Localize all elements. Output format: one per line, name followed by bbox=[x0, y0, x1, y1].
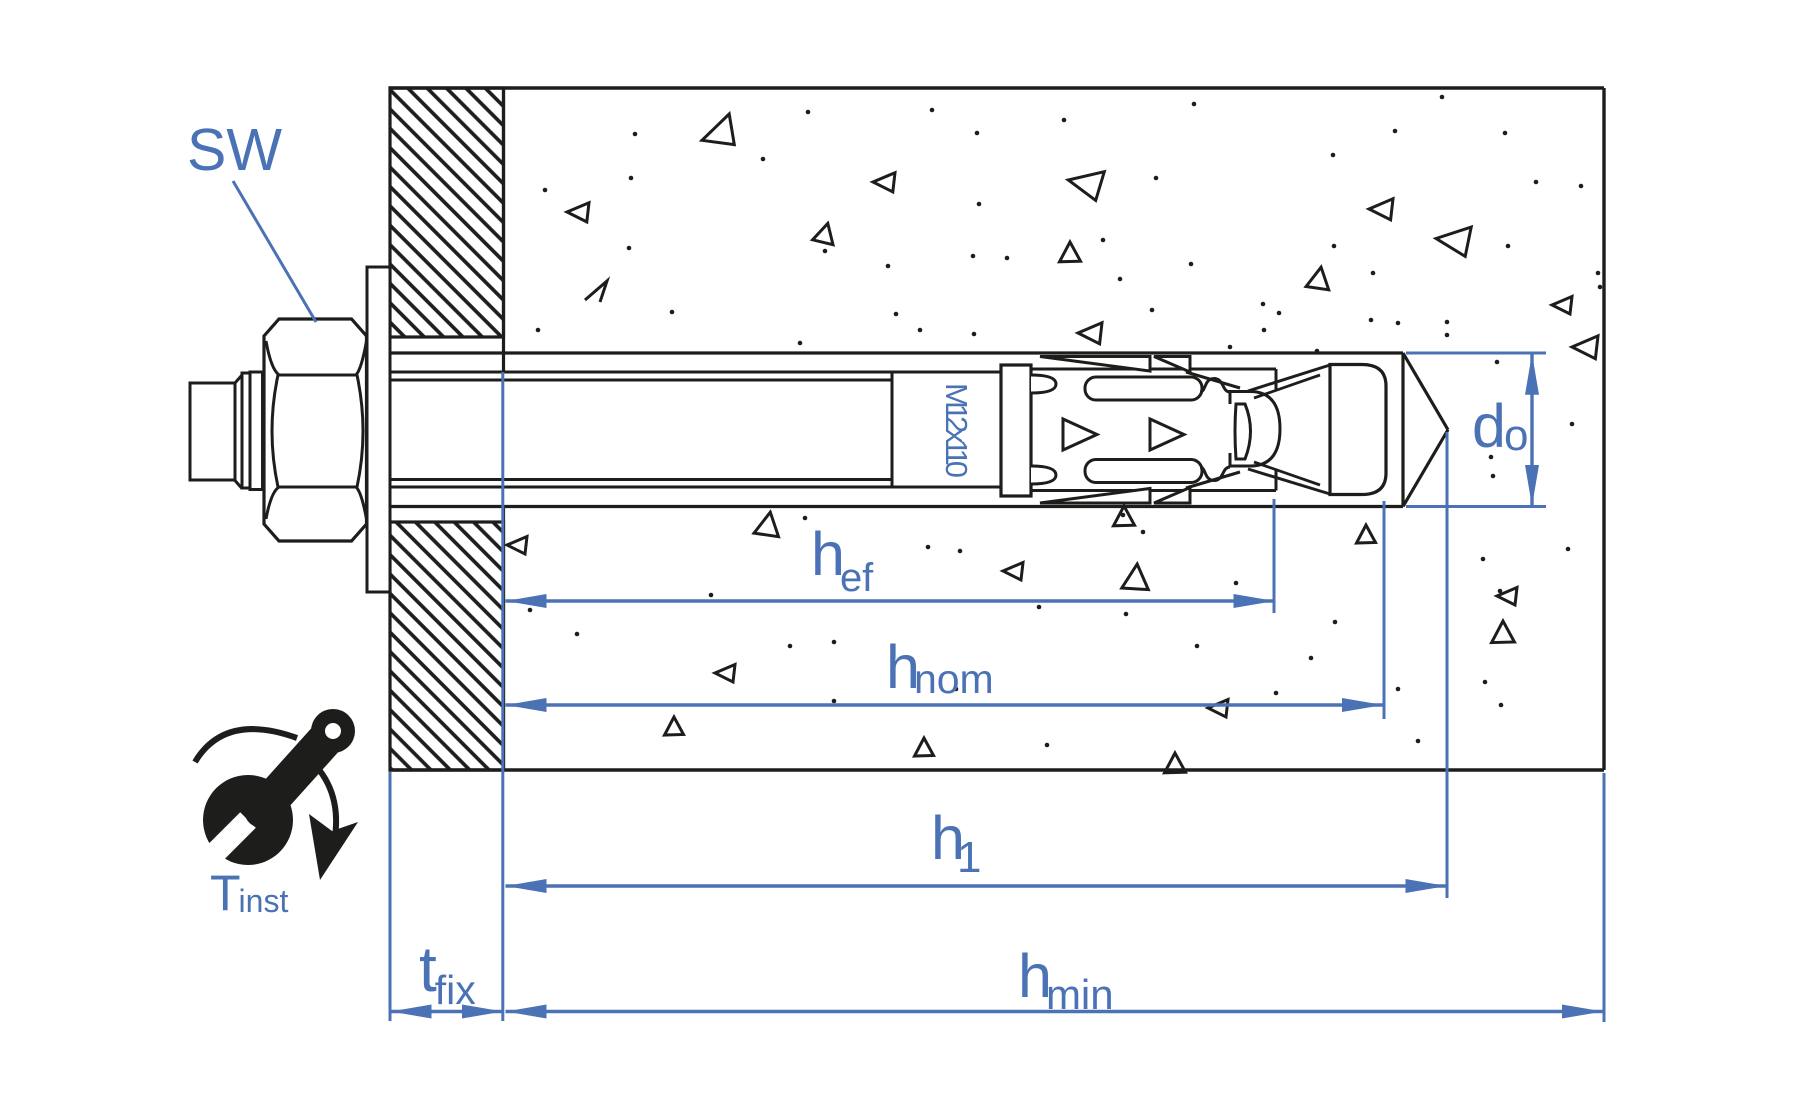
svg-text:h1: h1 bbox=[931, 804, 981, 882]
svg-text:tfix: tfix bbox=[419, 933, 476, 1013]
svg-text:SW: SW bbox=[187, 117, 282, 183]
svg-text:M12x110: M12x110 bbox=[939, 383, 974, 478]
